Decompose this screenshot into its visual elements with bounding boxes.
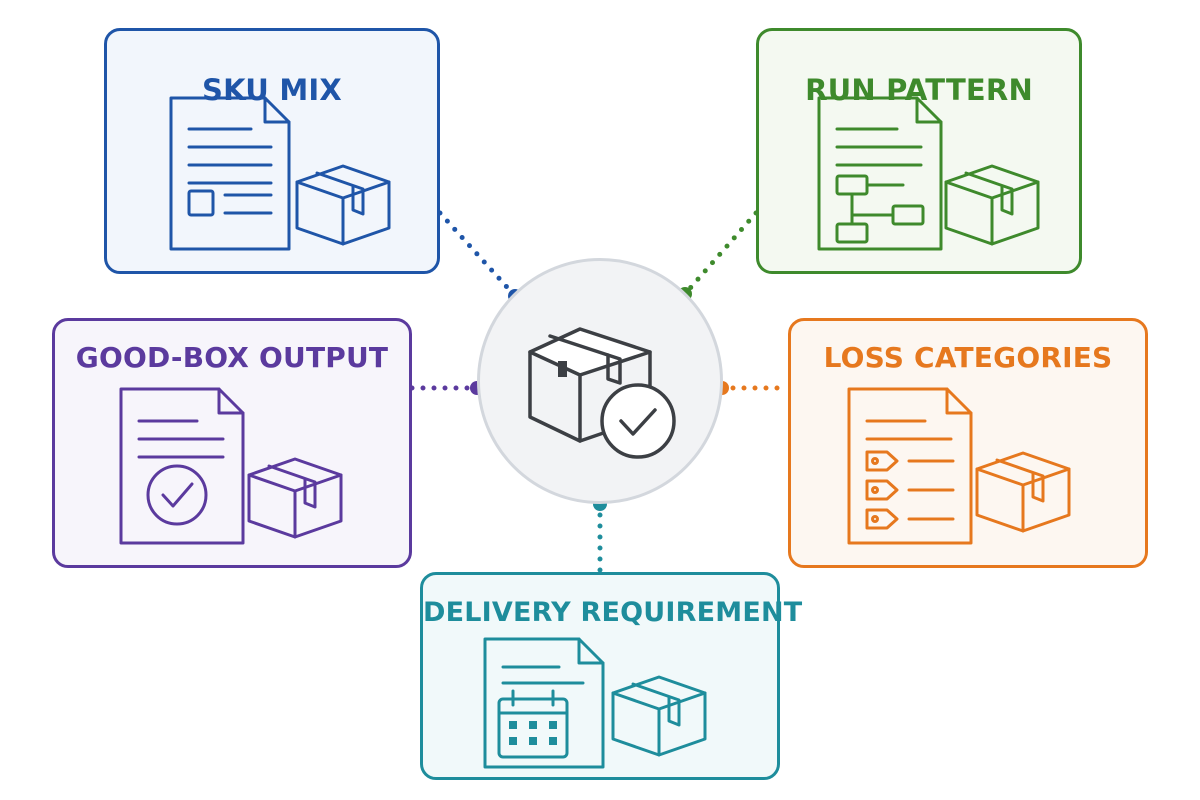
connector-delivery-requirement: [593, 497, 607, 575]
card-run-pattern: RUN PATTERN: [756, 28, 1082, 274]
calendar-document-icon: [483, 637, 605, 769]
document-icon: [169, 96, 291, 251]
card-title-good-box-output: GOOD-BOX OUTPUT: [75, 341, 389, 374]
card-title-sku-mix: SKU MIX: [202, 73, 342, 107]
run-pattern-illustration: [817, 94, 1047, 254]
loss-categories-illustration: [847, 385, 1087, 550]
box-icon: [944, 164, 1040, 246]
card-good-box-output: GOOD-BOX OUTPUT: [52, 318, 412, 568]
check-document-icon: [119, 387, 245, 545]
card-sku-mix: SKU MIX: [104, 28, 440, 274]
box-icon: [975, 451, 1071, 533]
connector-loss-categories: [715, 381, 791, 395]
box-check-icon: [480, 261, 720, 505]
delivery-requirement-illustration: [483, 637, 723, 772]
hub-circle: [477, 258, 723, 504]
card-loss-categories: LOSS CATEGORIES: [788, 318, 1148, 568]
tag-list-document-icon: [847, 387, 973, 545]
calendar-icon: [497, 689, 569, 759]
card-delivery-requirement: DELIVERY REQUIREMENT: [420, 572, 803, 780]
connector-good-box-output: [409, 381, 484, 395]
card-title-loss-categories: LOSS CATEGORIES: [823, 341, 1113, 374]
sku-mix-illustration: [165, 94, 395, 254]
box-icon: [247, 457, 343, 539]
check-circle-icon: [600, 383, 676, 459]
card-title-delivery-requirement: DELIVERY REQUIREMENT: [423, 597, 803, 628]
box-icon: [295, 164, 391, 246]
good-box-output-illustration: [119, 385, 359, 550]
flowchart-document-icon: [817, 96, 943, 251]
box-icon: [611, 675, 707, 757]
